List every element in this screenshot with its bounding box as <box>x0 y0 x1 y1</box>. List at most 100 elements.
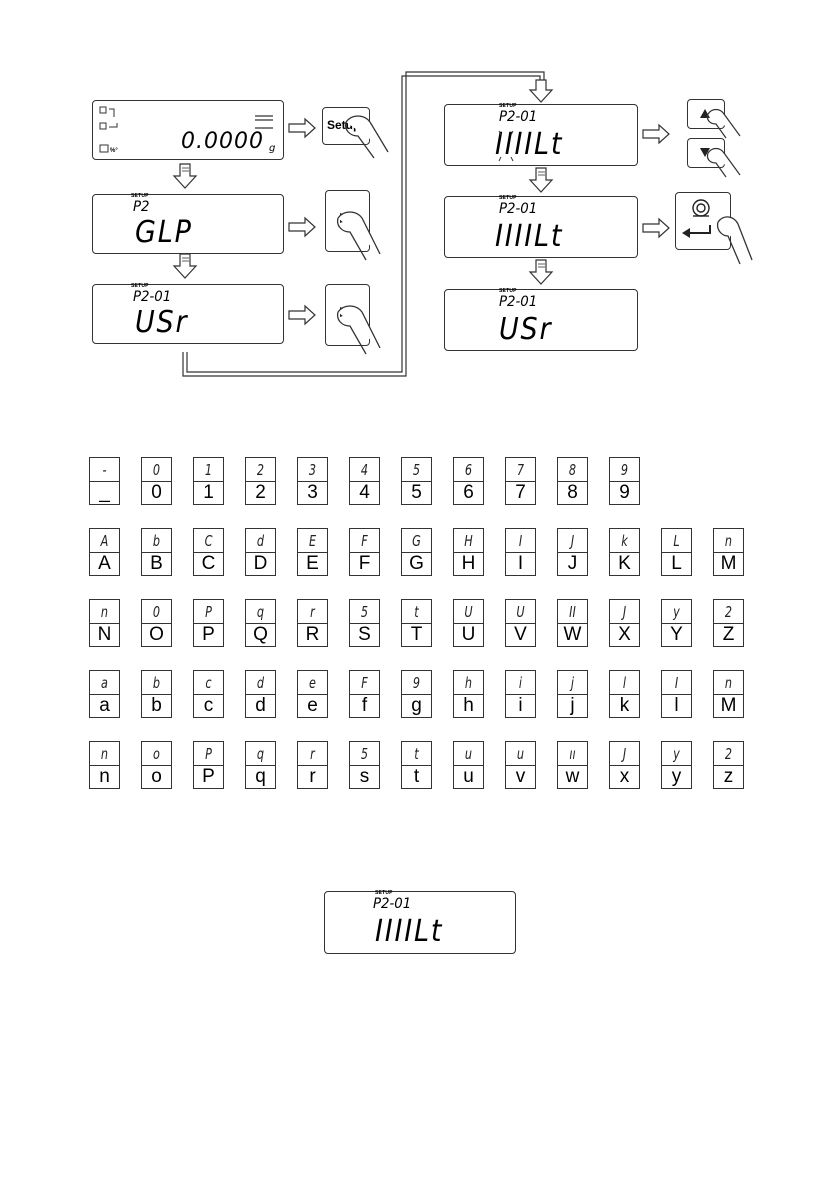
weighing-display: %° 0.0000 g <box>92 100 284 160</box>
cell-divider <box>402 481 431 482</box>
cell-divider <box>454 765 483 766</box>
finger-icon <box>706 108 741 139</box>
segment-glyph: U <box>464 603 473 621</box>
cell-divider <box>90 694 119 695</box>
segment-glyph: q <box>256 745 265 763</box>
character-label: S <box>358 624 371 645</box>
segment-glyph: d <box>256 532 265 550</box>
segment-glyph: 0 <box>152 603 161 621</box>
balance-icon <box>255 115 273 129</box>
character-label: 6 <box>463 482 474 503</box>
segment-glyph: F <box>361 532 368 550</box>
cell-divider <box>610 623 639 624</box>
character-label: M <box>720 695 737 716</box>
cell-divider <box>402 694 431 695</box>
segment-glyph: 5 <box>360 603 369 621</box>
cell-divider <box>350 694 379 695</box>
segment-glyph: y <box>673 603 680 621</box>
cell-divider <box>714 765 743 766</box>
arrow-right <box>288 216 316 238</box>
segment-glyph: 4 <box>360 461 369 479</box>
target-icon <box>692 199 710 217</box>
character-label: G <box>409 553 424 574</box>
cell-divider <box>558 765 587 766</box>
segment-glyph: 2 <box>724 745 733 763</box>
segment-glyph: n <box>724 532 733 550</box>
segment-glyph: J <box>622 603 627 621</box>
segment-glyph: 3 <box>308 461 317 479</box>
segment-glyph: l <box>622 674 627 692</box>
cell-divider <box>402 623 431 624</box>
character-label: 3 <box>307 482 318 503</box>
segment-glyph: C <box>204 532 213 550</box>
segment-glyph: F <box>361 674 368 692</box>
character-label: 4 <box>359 482 370 503</box>
character-label: Z <box>722 624 735 645</box>
segment-glyph: c <box>205 674 212 692</box>
character-label: 0 <box>151 482 162 503</box>
character-label: M <box>720 553 737 574</box>
cell-divider <box>506 623 535 624</box>
segment-glyph: 6 <box>464 461 473 479</box>
character-label: W <box>563 624 582 645</box>
character-label: z <box>723 766 734 787</box>
segment-glyph: k <box>621 532 628 550</box>
character-label: K <box>618 553 631 574</box>
segment-glyph: a <box>101 674 108 692</box>
menu-code: P2-01 <box>499 294 538 310</box>
finger-icon <box>716 216 753 265</box>
enter-arrow-icon <box>682 225 711 238</box>
segment-glyph: J <box>622 745 627 763</box>
cell-divider <box>350 623 379 624</box>
character-label: C <box>201 553 216 574</box>
edit-display: SETUP P2-01 IIIILt <box>444 103 638 166</box>
weight-unit: g <box>269 143 276 154</box>
character-label: F <box>358 553 371 574</box>
segment-glyph: J <box>570 532 575 550</box>
cell-divider <box>558 481 587 482</box>
character-label: V <box>514 624 527 645</box>
menu-code: P2-01 <box>499 201 538 217</box>
segment-glyph: U <box>516 603 525 621</box>
character-label: d <box>255 695 266 716</box>
cell-divider <box>246 623 275 624</box>
cell-divider <box>350 481 379 482</box>
cell-divider <box>454 694 483 695</box>
cell-divider <box>142 694 171 695</box>
cell-divider <box>662 765 691 766</box>
character-label: B <box>150 553 163 574</box>
setup-tag: SETUP <box>499 288 517 294</box>
character-label: i <box>518 695 523 716</box>
character-label: I <box>517 553 524 574</box>
character-label: R <box>305 624 320 645</box>
cell-divider <box>506 765 535 766</box>
arrow-right <box>288 117 316 139</box>
cell-divider <box>506 552 535 553</box>
character-label: j <box>570 695 575 716</box>
character-label: A <box>98 553 111 574</box>
cell-divider <box>298 552 327 553</box>
character-label: n <box>99 766 110 787</box>
segment-glyph: 2 <box>256 461 265 479</box>
arrow-down <box>528 167 554 193</box>
cell-divider <box>194 552 223 553</box>
